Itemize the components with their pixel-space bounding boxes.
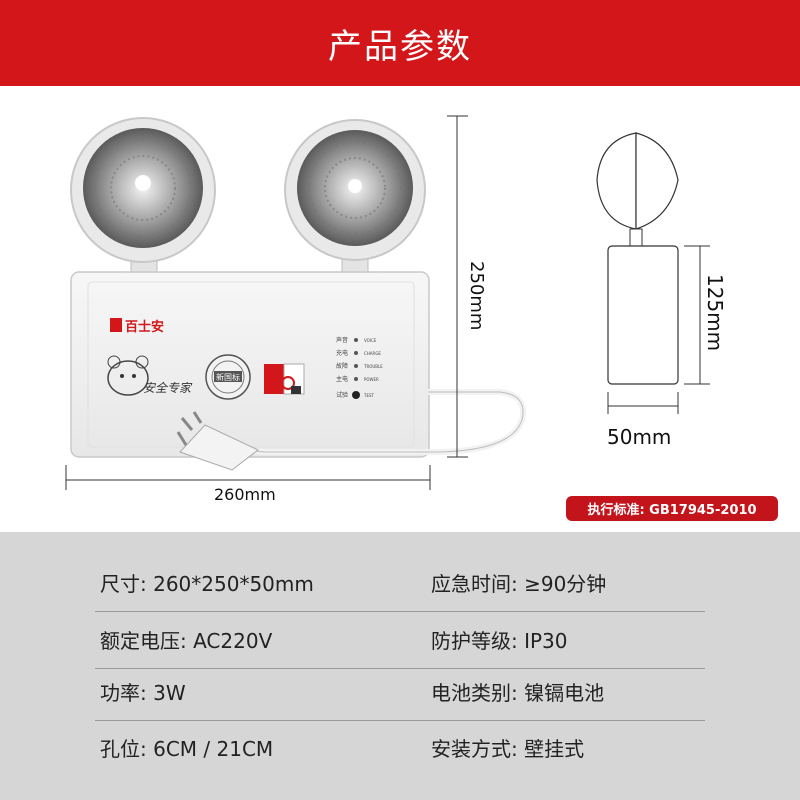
panel-label-charge-en: CHARGE [364,351,381,356]
panel-label-power: 主电 [336,375,348,383]
side-view [596,132,679,385]
page-title: 产品参数 [328,26,472,67]
panel-label-trouble-en: TROUBLE [363,364,383,369]
seal-text: 新国标 [216,372,240,382]
spec-row: 尺寸: 260*250*50mm 应急时间: ≥90分钟 [95,554,705,612]
dimension-lines-front [65,115,468,490]
spec-emergency-time: 应急时间: ≥90分钟 [431,572,607,596]
lamp-body: 百士安 安全专家 新国标 [70,271,430,458]
product-drawing: 百士安 安全专家 新国标 [65,115,710,490]
brand-logo-text: 百士安 [125,319,164,335]
spec-table: 尺寸: 260*250*50mm 应急时间: ≥90分钟 额定电压: AC220… [0,532,800,800]
panel-label-trouble: 故障 [336,362,348,370]
spec-voltage: 额定电压: AC220V [100,629,273,653]
standard-badge: 执行标准: GB17945-2010 [566,496,778,521]
spec-row: 孔位: 6CM / 21CM 安装方式: 壁挂式 [95,719,705,776]
product-figure: 百士安 安全专家 新国标 [0,86,800,530]
panel-label-charge: 充电 [336,349,348,357]
depth-dimension-label: 50mm [607,425,672,449]
panel-label-power-en: POWER [364,377,379,382]
lamp-head-right [284,119,426,282]
spec-size: 尺寸: 260*250*50mm [100,572,314,596]
spec-installation: 安装方式: 壁挂式 [431,737,585,761]
spec-row: 额定电压: AC220V 防护等级: IP30 [95,611,705,669]
slogan-text: 安全专家 [143,381,193,395]
spec-protection: 防护等级: IP30 [431,629,568,653]
width-dimension-label: 260mm [214,485,276,504]
height-dimension-label: 250mm [466,261,487,331]
panel-label-test-en: TEST [363,393,375,398]
mascot-icon [107,355,149,396]
spec-battery: 电池类别: 镍镉电池 [431,681,605,705]
side-height-dimension-label: 125mm [703,274,727,352]
header-bar: 产品参数 [0,0,800,86]
panel-label-voice: 声音 [336,336,348,344]
certification-seal: 新国标 [205,354,251,400]
spec-row: 功率: 3W 电池类别: 镍镉电池 [95,663,705,721]
panel-label-test: 试验 [336,391,348,399]
lamp-head-left [70,117,216,282]
spec-power: 功率: 3W [100,681,186,705]
plug-icon [176,411,259,471]
spec-holes: 孔位: 6CM / 21CM [100,737,274,761]
indicator-panel [352,338,360,399]
power-cord [176,388,526,471]
dimension-lines-side [607,245,710,414]
certificate-label [264,363,305,395]
panel-label-voice-en: VOICE [364,338,377,343]
